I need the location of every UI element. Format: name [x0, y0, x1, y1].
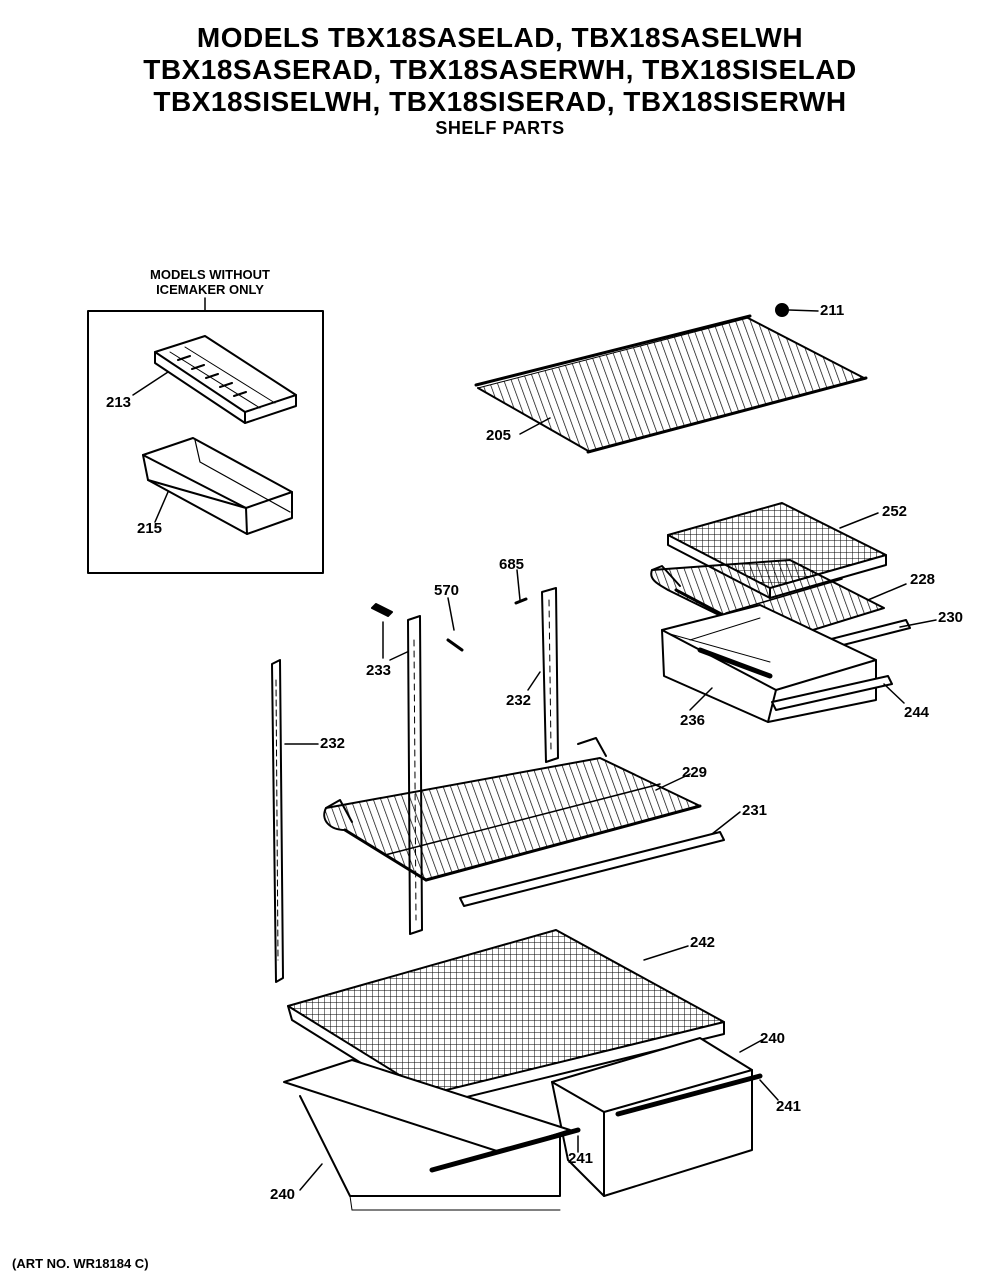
small-glass-shelf — [650, 559, 885, 644]
crisper-pan-right — [551, 1037, 763, 1197]
callout-240-right: 240 — [760, 1030, 786, 1047]
crisper-drawer — [661, 604, 877, 723]
callout-231: 231 — [742, 802, 768, 819]
callout-244: 244 — [904, 704, 930, 721]
callout-241-right: 241 — [776, 1098, 802, 1115]
callout-242: 242 — [690, 934, 716, 951]
callout-233: 233 — [366, 662, 392, 679]
callout-570: 570 — [434, 582, 460, 599]
callout-685: 685 — [499, 556, 525, 573]
callout-241-left: 241 — [568, 1150, 594, 1167]
shelf-bumper-icon — [775, 303, 789, 317]
callout-236: 236 — [680, 712, 706, 729]
main-glass-shelf — [323, 737, 702, 882]
section-title: SHELF PARTS — [435, 118, 565, 138]
shelf-rail-left — [271, 659, 284, 983]
ice-tray — [154, 335, 297, 424]
shelf-rail-right — [541, 587, 559, 763]
callout-205: 205 — [486, 427, 512, 444]
freezer-wire-shelf — [474, 314, 868, 454]
art-number: (ART NO. WR18184 C) — [12, 1256, 149, 1271]
callout-211: 211 — [820, 302, 845, 319]
main-shelf-trim — [459, 831, 725, 907]
callout-240-left: 240 — [270, 1186, 296, 1203]
ice-bin — [142, 437, 293, 535]
inset-note-line-2: ICEMAKER ONLY — [156, 282, 264, 297]
title-line-1: MODELS TBX18SASELAD, TBX18SASELWH — [196, 22, 804, 53]
callout-230: 230 — [938, 609, 964, 626]
callout-215: 215 — [137, 520, 163, 537]
callout-228: 228 — [910, 571, 936, 588]
shelf-bracket-screws — [371, 597, 528, 652]
shelf-rail-center — [407, 615, 423, 935]
crisper-pan-left — [283, 1059, 581, 1211]
crisper-drawer-front-trim — [771, 675, 893, 711]
title-line-3: TBX18SISELWH, TBX18SISERAD, TBX18SISERWH — [153, 86, 847, 117]
inset-note: MODELS WITHOUT ICEMAKER ONLY — [120, 267, 300, 297]
callout-229: 229 — [682, 764, 708, 781]
callout-232-left: 232 — [320, 735, 346, 752]
callout-213: 213 — [106, 394, 132, 411]
title-line-2: TBX18SASERAD, TBX18SASERWH, TBX18SISELAD — [143, 54, 857, 85]
inset-note-line-1: MODELS WITHOUT — [150, 267, 270, 282]
callout-252: 252 — [882, 503, 908, 520]
callout-232-right: 232 — [506, 692, 532, 709]
